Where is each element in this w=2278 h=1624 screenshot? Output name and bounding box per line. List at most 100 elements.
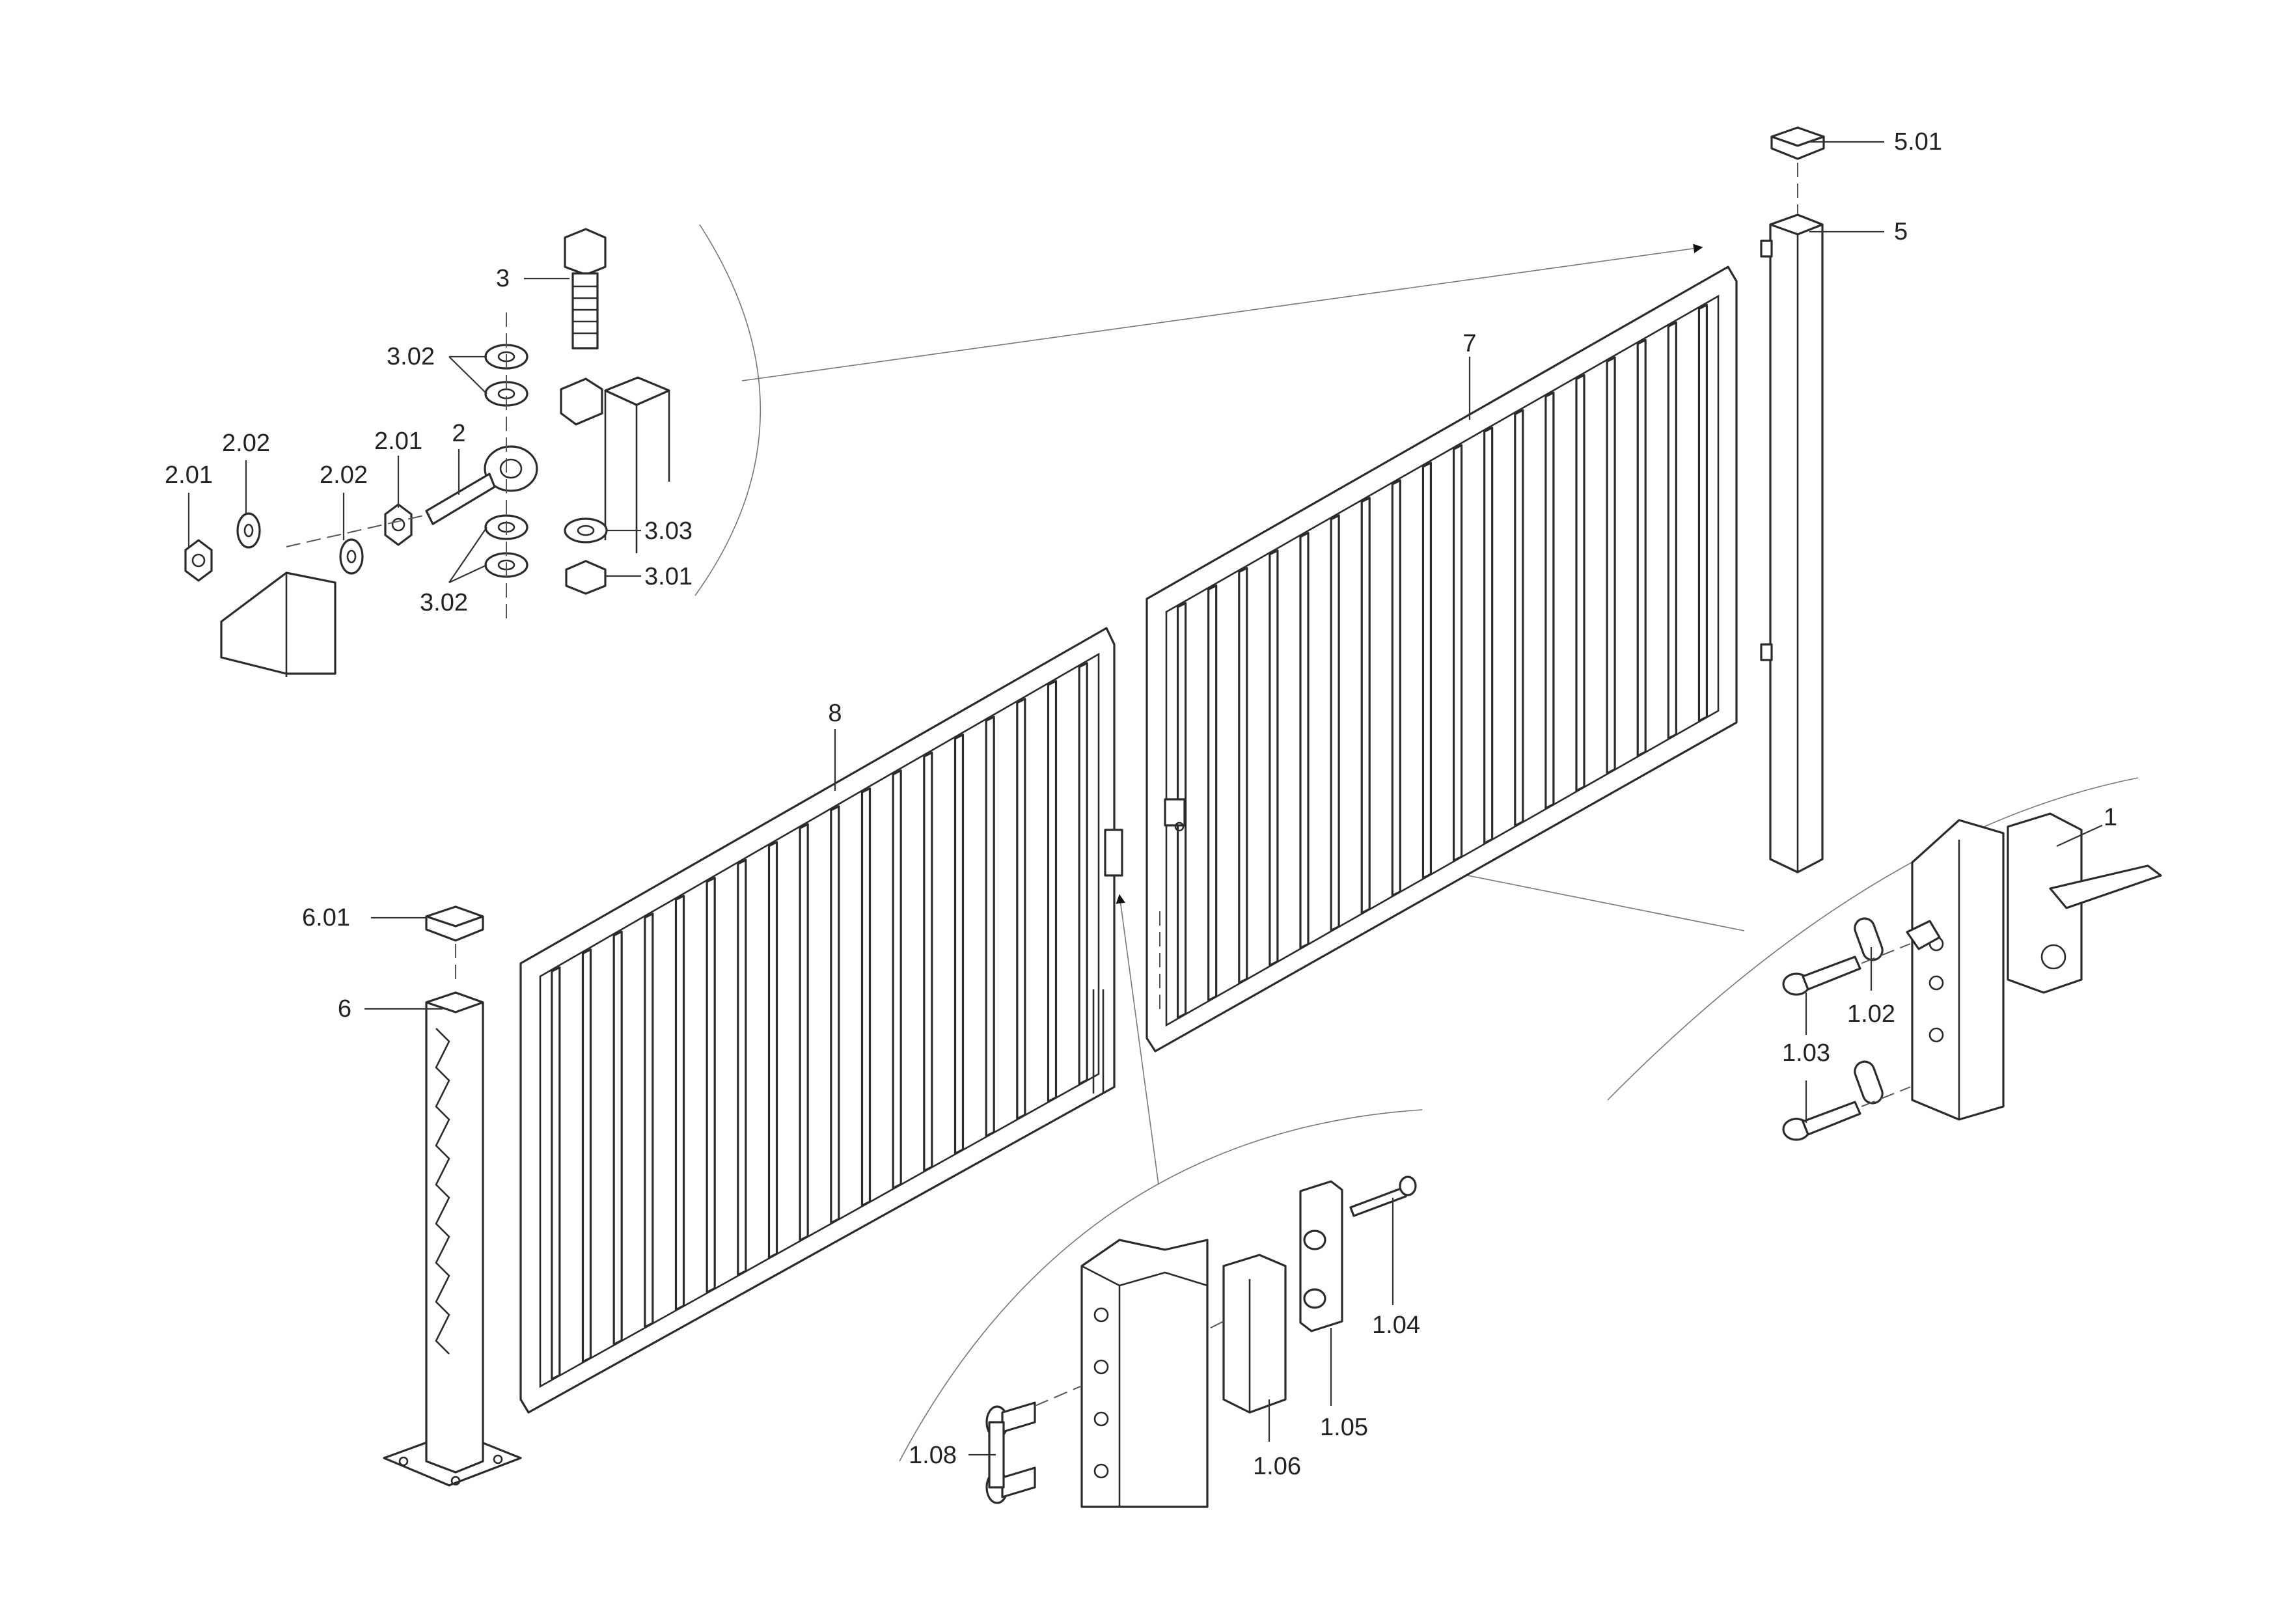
label-5-01: 5.01 xyxy=(1894,128,1942,156)
leaf-right-bar-3 xyxy=(1238,567,1248,984)
hinge-gate-rail-stub xyxy=(220,571,336,675)
leaf-right-bar-18 xyxy=(1697,303,1709,723)
leaf-left-bar-6 xyxy=(706,877,716,1293)
base-bolt-3 xyxy=(450,1476,461,1486)
leaf-right-bar-12 xyxy=(1514,409,1524,827)
part-labels: 3 3.02 2 2.02 2.01 2.01 2.02 3.03 3.01 3… xyxy=(165,128,2117,1480)
bolt-3-head xyxy=(564,228,607,276)
leaf-right-bar-10 xyxy=(1452,444,1463,862)
label-1-03: 1.03 xyxy=(1782,1039,1830,1067)
stopper-post-section xyxy=(1080,1239,1209,1508)
label-1-08: 1.08 xyxy=(909,1442,957,1469)
label-2-02-right: 2.02 xyxy=(320,461,368,489)
base-bolt-2 xyxy=(493,1454,503,1465)
stopper-detail-arc xyxy=(899,1109,1423,1462)
label-8: 8 xyxy=(828,700,842,727)
detail-arcs xyxy=(694,224,2139,1462)
label-6-01: 6.01 xyxy=(302,904,350,931)
pad-1-05 xyxy=(1299,1180,1343,1332)
label-5: 5 xyxy=(1894,218,1908,245)
post-left-slots xyxy=(435,1028,450,1355)
leaf-left-bar-12 xyxy=(892,769,902,1189)
label-2-02-left: 2.02 xyxy=(222,430,270,457)
leaf-left-bar-3 xyxy=(612,930,623,1345)
hinge-detail-arc xyxy=(694,224,762,596)
pin-1-02-lower xyxy=(1854,1060,1884,1105)
leaf-left-frame xyxy=(519,627,1116,1414)
leaf-left-bar-8 xyxy=(767,841,778,1259)
leaf-right-frame xyxy=(1146,266,1738,1053)
base-bolt-1 xyxy=(398,1456,409,1466)
leaf-left-bar-4 xyxy=(644,913,654,1328)
post-right xyxy=(1760,126,1825,874)
screw-1-03-upper xyxy=(1782,956,1861,996)
leaf-right-bar-8 xyxy=(1391,479,1401,897)
leaf-right-lock-plate xyxy=(1164,798,1186,827)
leaf-left-bar-16 xyxy=(1016,698,1026,1120)
post-left-shaft xyxy=(425,991,484,1474)
post-right-top-face xyxy=(1769,213,1824,236)
leaf-left-bar-1 xyxy=(551,966,561,1381)
nut-2-01-left xyxy=(184,539,213,582)
leaf-right-bar-9 xyxy=(1421,461,1433,879)
post-left xyxy=(383,905,522,1487)
gate-leaf-left xyxy=(519,627,1123,1414)
hinge-bracket xyxy=(560,378,603,426)
label-2-01-right: 2.01 xyxy=(374,428,422,455)
leaf-left-bar-5 xyxy=(674,894,685,1311)
leaf-right-bar-6 xyxy=(1330,514,1340,932)
post-right-shaft xyxy=(1769,213,1824,874)
label-3-02-top: 3.02 xyxy=(387,343,435,370)
leaf-left-bar-10 xyxy=(830,805,840,1224)
washer-3-03 xyxy=(564,517,608,544)
leaf-left-latch-block xyxy=(1104,829,1123,877)
label-1-02: 1.02 xyxy=(1847,1000,1895,1028)
nut-2-01-right xyxy=(384,503,413,546)
lock-detail xyxy=(1782,812,2162,1141)
lock-detail-arc xyxy=(1607,777,2139,1101)
eye-bolt-2-ring xyxy=(484,445,538,492)
leaf-right-keyhole xyxy=(1174,821,1185,832)
washer-2-02-right xyxy=(339,538,364,575)
lock-1-cylinder xyxy=(2040,944,2066,970)
label-3-03: 3.03 xyxy=(644,517,693,545)
washer-2-02-left xyxy=(236,512,261,549)
hinge-pointer-arrow xyxy=(741,243,1703,381)
label-1-06: 1.06 xyxy=(1253,1453,1301,1480)
stopper-post-profile xyxy=(1081,1265,1208,1287)
leaf-left-inner-frame xyxy=(539,652,1100,1388)
leaf-right-inner-frame xyxy=(1165,294,1720,1027)
leaf-right-bar-17 xyxy=(1667,321,1677,739)
leaf-right-bar-14 xyxy=(1575,374,1585,792)
post-left-cap-side xyxy=(425,915,484,942)
leaf-left-bar-14 xyxy=(954,734,965,1155)
gate-leaf-right xyxy=(1146,266,1738,1053)
screw-1-03-lower xyxy=(1782,1101,1861,1141)
eye-bolt-2-shank xyxy=(425,473,496,525)
label-1-04: 1.04 xyxy=(1372,1312,1420,1339)
lock-1-body xyxy=(2007,812,2083,994)
hinge-horizontal-axis xyxy=(286,514,430,547)
leaf-left-bar-15 xyxy=(985,715,995,1137)
leaf-right-bar-5 xyxy=(1299,532,1310,949)
label-3-02-bottom: 3.02 xyxy=(420,589,468,616)
leaf-left-bar-2 xyxy=(581,948,592,1363)
leaf-right-bar-11 xyxy=(1483,426,1494,844)
post-right-hinge-upper xyxy=(1760,240,1773,258)
pin-1-02-upper xyxy=(1854,917,1884,961)
lock-1-handle xyxy=(2049,864,2162,909)
pin-tip xyxy=(1906,920,1941,950)
leaf-left-bar-17 xyxy=(1047,680,1058,1103)
post-left-top-face xyxy=(425,991,484,1013)
leaf-left-bar-11 xyxy=(860,787,871,1207)
nut-3-01 xyxy=(565,560,607,595)
leaf-right-bar-16 xyxy=(1636,338,1647,757)
leaf-left-bars xyxy=(551,662,1088,1381)
post-corner-top xyxy=(604,376,670,406)
leaf-left-bar-18 xyxy=(1078,662,1088,1085)
label-7: 7 xyxy=(1462,330,1476,357)
label-1: 1 xyxy=(2104,804,2117,831)
label-2-01-left: 2.01 xyxy=(165,461,213,489)
